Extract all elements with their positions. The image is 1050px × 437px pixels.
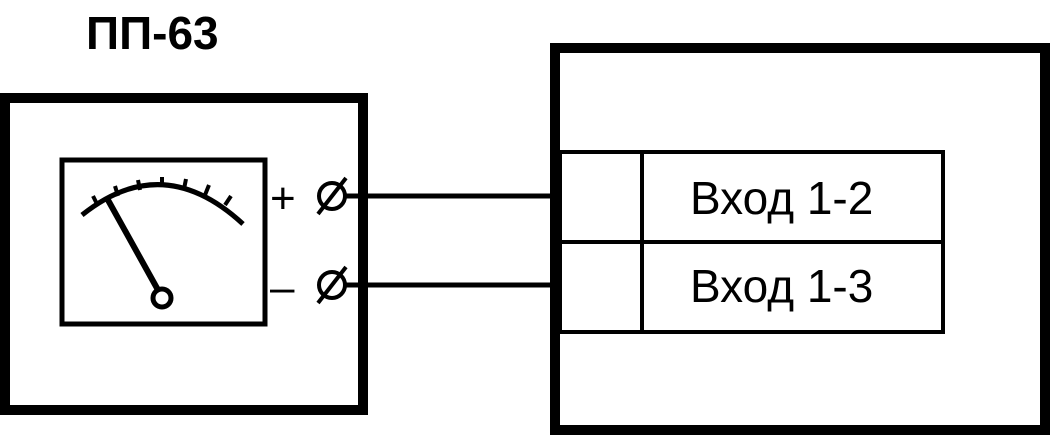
terminal-screw-icon — [316, 176, 348, 216]
input-terminal-block — [558, 150, 945, 334]
analog-meter-icon — [59, 157, 268, 327]
terminal-screw-icon — [316, 265, 348, 305]
device-title: ПП-63 — [86, 7, 219, 59]
input-label-1-2: Вход 1-2 — [690, 172, 873, 224]
input-label-1-3: Вход 1-3 — [690, 260, 873, 312]
minus-sign: – — [270, 263, 295, 312]
device-box — [0, 93, 368, 415]
receiver-box — [550, 43, 1050, 435]
plus-sign: + — [270, 174, 296, 223]
